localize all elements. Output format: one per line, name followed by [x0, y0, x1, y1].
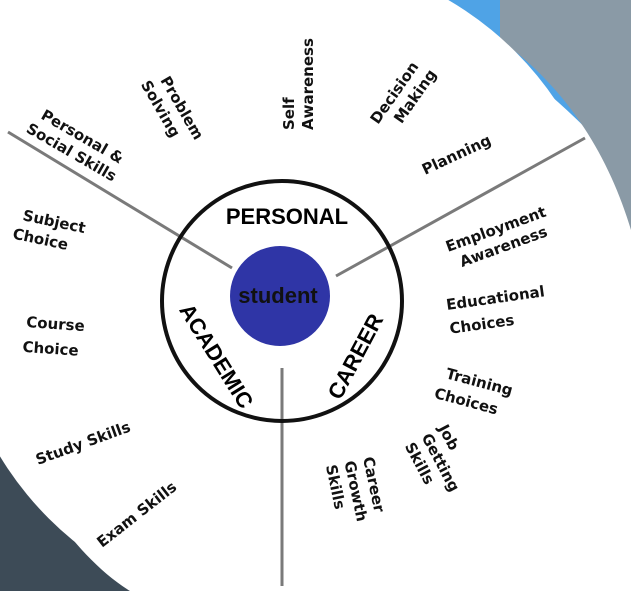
classroom-photo-top-right: [500, 0, 631, 230]
center-circle: [230, 246, 330, 346]
item-course-choice: Course Choice: [22, 313, 85, 360]
item-line: Self: [280, 97, 298, 130]
divider-line-left: [7, 130, 233, 270]
item-line: Course: [26, 313, 86, 335]
item-self-awareness: Self Awareness: [280, 38, 317, 130]
center-label: student: [238, 283, 318, 308]
item-line: Choice: [22, 338, 79, 360]
item-line: Awareness: [299, 38, 317, 130]
ring-label-personal: PERSONAL: [226, 204, 348, 229]
inner-ring: [160, 179, 404, 423]
item-career-growth-skills: Career Growth Skills: [322, 455, 389, 523]
classroom-photo-bottom-left: [0, 430, 130, 591]
divider-line-right: [335, 136, 586, 278]
